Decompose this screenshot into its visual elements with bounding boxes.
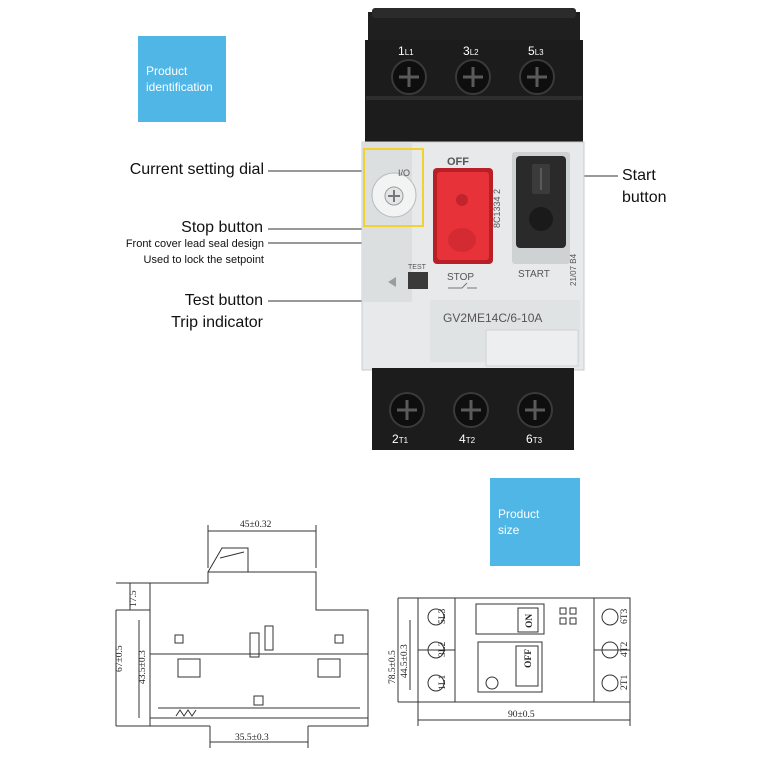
dim-base-width: 35.5±0.3 [235,733,269,743]
dim-right-total: 78.5±0.5 [388,650,398,684]
badge-text-line1: Product [498,507,540,521]
dial-marks: I/O [398,168,410,178]
stop-label: STOP [447,272,474,283]
screw-slot [527,67,547,87]
front-terminal-right-3: 2T1 [620,674,630,690]
product-size-badge: Product size [490,478,580,566]
top-terminal-screws [391,59,555,95]
side-window [177,658,201,678]
date-code: 21/07 B4 [569,253,578,286]
screw-slot [463,67,483,87]
off-label: OFF [447,156,469,168]
terminal-label-4: 4T2 [459,432,476,446]
side-handle-line [219,551,245,559]
dim-right-mid: 44.5±0.3 [400,644,410,678]
dial-highlight-box [363,148,424,227]
spring-icon [175,709,197,717]
front-terminal-icon [427,641,445,659]
lead-seal-label-line2: Used to lock the setpoint [143,254,264,266]
front-terminal-right-1: 6T3 [620,608,630,624]
start-button-label-line1: Start [622,167,656,184]
side-slot [264,625,274,651]
front-terminal-icon [601,608,619,626]
test-button-label: Test button [184,292,263,309]
side-outline [149,571,369,719]
terminal-label-3: 3L2 [463,44,479,58]
stop-button-label: Stop button [181,219,263,236]
badge-text-line2: size [498,523,520,537]
front-terminal-left-1: 5L3 [438,608,448,624]
top-block-seam [366,96,582,100]
screw-slot [397,400,417,420]
badge-text-line1: Product [146,64,188,78]
terminal-label-2: 2T1 [392,432,409,446]
side-hole [253,695,264,706]
left-cover-panel [362,142,412,302]
dim-top-width: 45±0.32 [240,520,272,530]
terminal-label-1: 1L1 [398,44,414,58]
screw-slot [525,400,545,420]
terminal-label-6: 6T3 [526,432,543,446]
start-button[interactable] [516,156,566,248]
front-on-button-face [517,607,539,633]
switch-symbol-icon [448,282,477,289]
dim-depth: 90±0.5 [508,710,535,720]
front-dial-icon [485,676,499,690]
lower-label-plate [485,329,579,367]
current-setting-dial-label: Current setting dial [129,161,264,178]
start-button-label-line2: button [622,189,667,206]
dial-slot [388,190,400,202]
front-terminal-icon [427,674,445,692]
trip-indicator-label: Trip indicator [171,314,263,331]
side-view-drawing [115,525,369,748]
product-identification-badge: Product identification [138,36,226,122]
front-view-drawing [397,597,631,726]
front-terminal-icon [427,608,445,626]
side-rail-clip [149,718,369,727]
model-label: GV2ME14C/6-10A [443,311,542,325]
front-off-button [515,645,539,687]
badge-text-line2: identification [146,80,213,94]
start-label: START [518,269,550,280]
side-slot [334,634,344,644]
front-off-panel [477,641,543,693]
screw-slot [399,67,419,87]
side-window [317,658,341,678]
dim-total-height: 67±0.5 [115,645,125,672]
front-grid-cell [559,607,567,615]
bottom-terminal-screws [389,392,553,428]
front-terminal-right-2: 4T2 [620,641,630,657]
terminal-label-5: 5L3 [528,44,544,58]
breaker-device: 1L1 3L2 5L3 I/O TEST OFF STOP 8C1334 2 2… [361,8,585,450]
side-slot [174,634,184,644]
front-grid-cell [569,617,577,625]
side-handle [207,547,249,573]
start-button-press [529,207,553,231]
dim-mid-height: 43.5±0.3 [138,650,148,684]
screw-slot [461,400,481,420]
front-on-label: ON [525,614,535,628]
dim-top-height: 17.5 [129,590,139,607]
side-slot [249,632,260,658]
front-terminal-left-2: 3L2 [438,641,448,657]
front-terminal-icon [601,641,619,659]
front-off-label: OFF [524,649,534,668]
stop-button-dot [456,194,468,206]
top-cap-ridge [372,8,576,18]
test-button[interactable] [408,272,428,289]
front-grid-cell [559,617,567,625]
lead-seal-label-line1: Front cover lead seal design [125,238,264,250]
stop-button-press [448,228,476,252]
side-code: 8C1334 2 [492,189,502,228]
front-grid-cell [569,607,577,615]
front-on-button [475,603,545,635]
trip-indicator-arrow-icon [388,277,396,287]
front-terminal-left-3: 1L1 [438,674,448,690]
front-terminal-icon [601,674,619,692]
test-label: TEST [408,264,427,271]
